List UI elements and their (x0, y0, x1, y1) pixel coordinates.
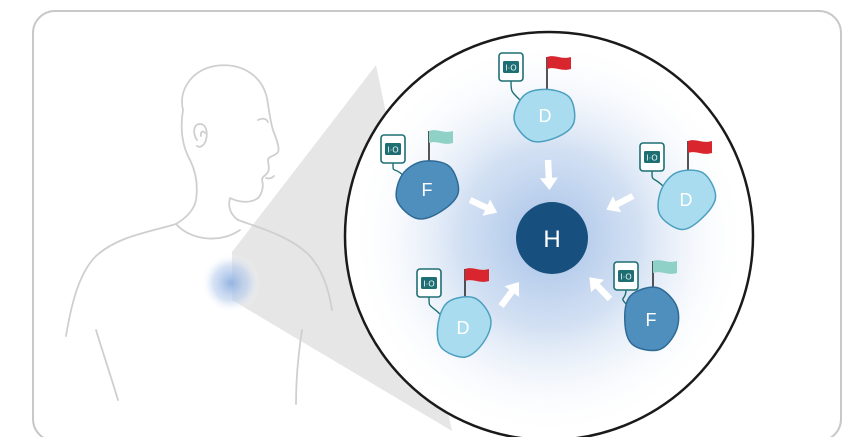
iv-tag-text: I·O (505, 64, 516, 73)
node-label: D (539, 106, 552, 126)
iv-tag-text: I·O (620, 273, 631, 282)
iv-tag-icon: I·O (416, 268, 442, 316)
d-cell-shape (436, 296, 492, 358)
iv-tag-text: I·O (646, 154, 657, 163)
iv-tag-text: I·O (423, 280, 434, 289)
center-node-label: H (543, 226, 560, 253)
arrow-to-center (498, 282, 519, 308)
iv-tag-icon: I·O (498, 52, 524, 104)
f-cell-shape (395, 160, 460, 220)
node-label: D (457, 318, 470, 338)
node-label: F (422, 180, 433, 200)
arrows-group (468, 159, 635, 308)
node-label: F (646, 310, 657, 330)
node-upper-right: I·O D (639, 140, 717, 231)
nodes-group: I·O D I·O F I·O D I·O D I·O F (380, 52, 717, 358)
d-cell-shape (513, 88, 576, 143)
person-outline (65, 64, 333, 405)
iv-tag-text: I·O (387, 146, 398, 155)
arrow-to-center (468, 197, 498, 216)
d-cell-shape (657, 169, 717, 231)
arrow-to-center (606, 193, 635, 213)
arrow-to-center (589, 277, 613, 302)
iv-tube (651, 170, 665, 188)
iv-tag-icon: I·O (613, 261, 639, 308)
chest-glow (201, 253, 261, 313)
arrow-to-center (539, 159, 558, 190)
center-node: H (516, 202, 588, 274)
zoom-circle-border (343, 30, 755, 437)
iv-tube (428, 296, 442, 316)
node-upper-left: I·O F (380, 130, 460, 220)
node-lower-right: I·O F (613, 260, 680, 352)
node-lower-left: I·O D (416, 268, 492, 358)
node-label: D (680, 190, 693, 210)
node-top: I·O D (498, 52, 576, 143)
iv-tag-icon: I·O (639, 142, 665, 188)
f-cell-shape (623, 286, 680, 352)
